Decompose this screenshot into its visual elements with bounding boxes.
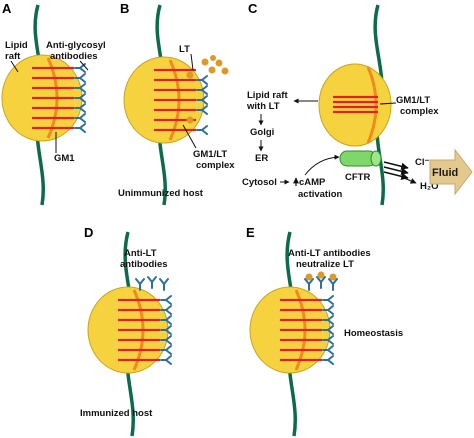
label-anti-lt-antibodies: Anti-LT antibodies [288,248,371,259]
panel-a-letter: A [2,1,12,16]
label-fluid: Fluid [432,167,458,179]
lipid-raft-icon [86,285,170,375]
label-neutralize-lt: neutralize LT [296,259,354,270]
lipid-raft-icon [122,55,206,145]
label-gm1-lt-c: GM1/LT [396,95,430,106]
antibody-icon [74,63,86,133]
lipid-raft-icon [318,63,392,147]
label-er: ER [255,153,268,164]
label-activation: activation [298,189,343,200]
lipid-raft-icon [248,285,332,375]
label-complex: complex [196,160,235,171]
label-unimmunized-host: Unimmunized host [118,188,204,199]
label-lipid: Lipid [5,40,28,51]
label-gm1: GM1 [54,153,75,164]
label-camp: cAMP [299,177,326,188]
cftr-channel-icon [339,150,382,167]
panel-c: C Lipid raft with LT Golgi ER Cytosol cA… [242,1,473,206]
label-cytosol: Cytosol [242,177,277,188]
label-lt: LT [179,44,190,55]
label-raft: raft [5,51,21,62]
label-cl: Cl⁻ [415,157,430,168]
label-anti-glycosyl: Anti-glycosyl [46,40,106,51]
label-anti-lt: Anti-LT [124,248,157,259]
label-with-lt: with LT [246,101,280,112]
panel-b-letter: B [120,1,129,16]
fluid-arrow-icon [429,148,473,196]
panel-e-letter: E [246,225,255,240]
lipid-raft-icon [0,53,84,143]
label-antibodies: antibodies [50,51,98,62]
label-gm1-lt: GM1/LT [193,149,227,160]
label-immunized-host: Immunized host [80,408,153,419]
panel-c-letter: C [248,1,258,16]
label-lipid-raft: Lipid raft [247,90,288,101]
label-homeostasis: Homeostasis [344,328,403,339]
panel-d: D Anti-LT antibodies Immunized host [80,225,172,437]
panel-a: A Lipid raft Anti-glycosyl antibodies GM… [0,1,106,206]
label-h2o: H₂O [420,181,438,192]
lt-toxin-icon [305,271,337,281]
panel-d-letter: D [84,225,93,240]
label-cftr: CFTR [345,172,370,183]
label-golgi: Golgi [250,127,274,138]
lt-toxin-icon [186,55,229,124]
panel-b: B LT GM1/LT complex Unimmunized host [118,1,235,206]
label-antibodies-d: antibodies [120,259,168,270]
panel-e: E Anti-LT antibodies neutralize LT Homeo… [246,225,403,437]
label-complex-c: complex [400,106,439,117]
